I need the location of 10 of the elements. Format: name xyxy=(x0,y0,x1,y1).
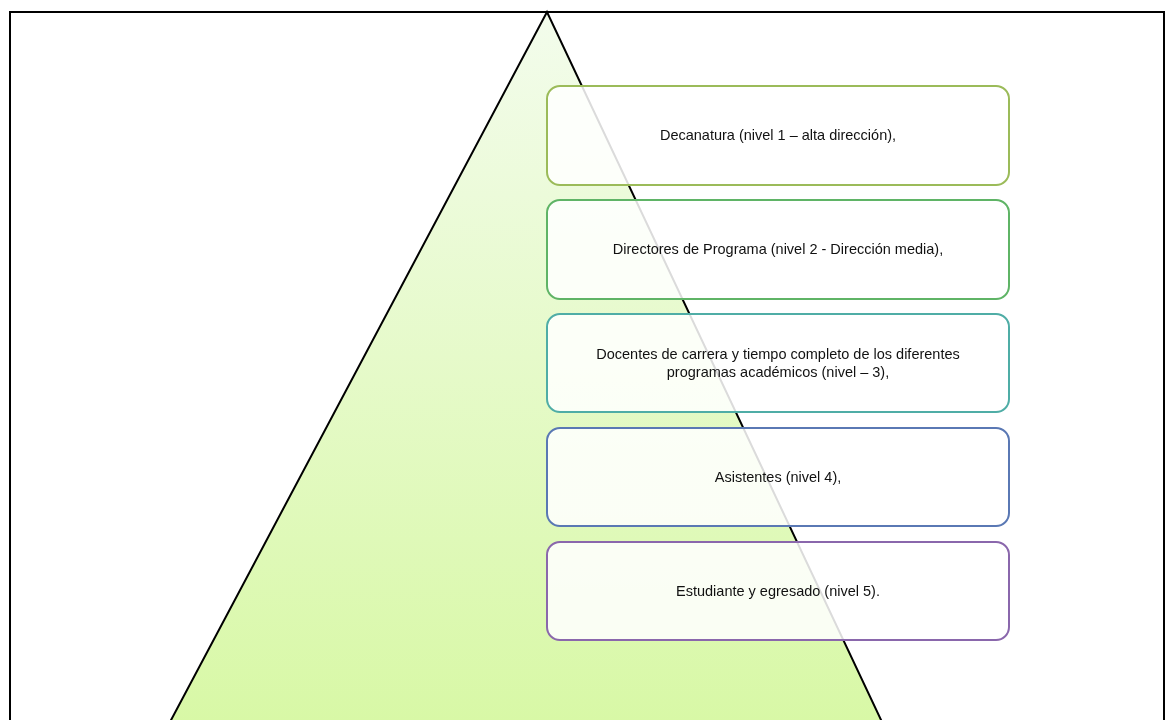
level-box xyxy=(546,313,1010,413)
level-label: Estudiante y egresado (nivel 5). xyxy=(676,581,880,601)
level-label: Directores de Programa (nivel 2 - Dirección media), xyxy=(612,240,944,259)
level-box xyxy=(546,427,1010,527)
level-box xyxy=(546,85,1010,186)
level-label: Decanatura (nivel 1 – alta dirección), xyxy=(659,126,897,145)
level-box xyxy=(546,541,1010,641)
level-box xyxy=(546,199,1010,300)
level-label: Asistentes (nivel 4), xyxy=(714,467,842,487)
level-label: Docentes de carrera y tiempo completo de los diferentes programas académicos (nivel – 3), xyxy=(595,344,961,382)
